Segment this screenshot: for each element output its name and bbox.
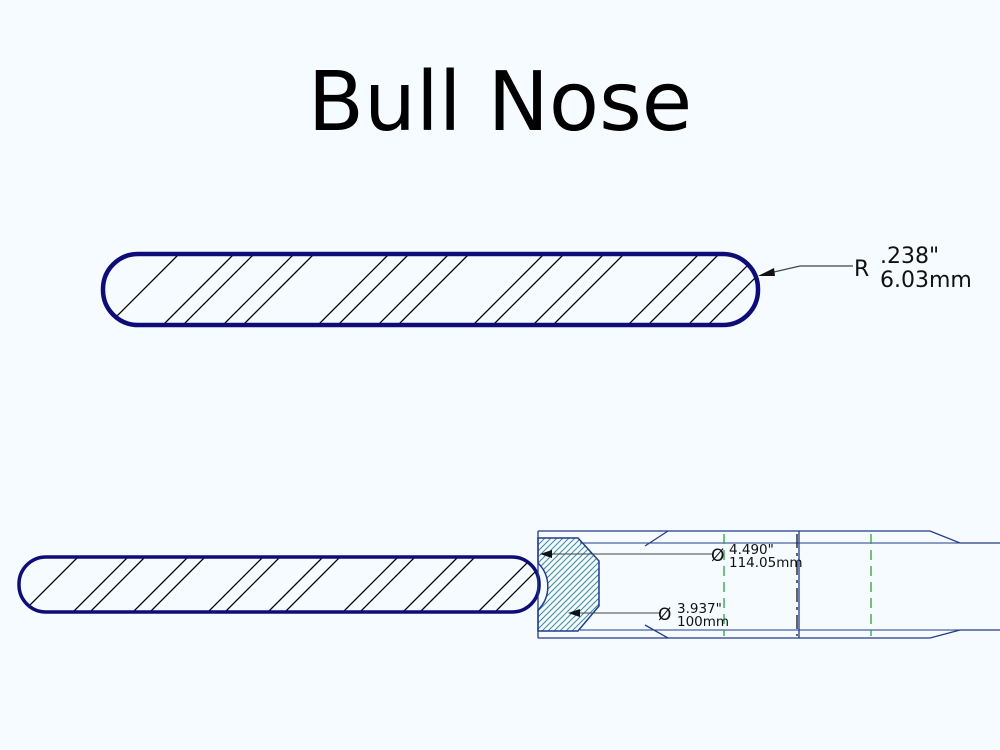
hatch-line — [374, 254, 452, 325]
hatch-line — [469, 254, 547, 325]
section-top-outline — [668, 530, 1000, 544]
hatch-line — [489, 254, 567, 325]
hatch-line — [538, 538, 599, 631]
hatch-line — [538, 538, 561, 631]
hatch-line — [538, 538, 599, 631]
bottom-profile-outline — [17, 555, 541, 614]
inner-diameter-mm-label: 100mm — [677, 614, 729, 630]
hatch-line — [416, 557, 478, 612]
bottom-profile-hatch — [19, 557, 539, 612]
hatch-line — [399, 557, 461, 612]
hatch-line — [339, 557, 401, 612]
hatch-line — [491, 557, 539, 612]
inner-diameter-arrow — [568, 609, 580, 617]
inner-diameter-symbol: Ø — [658, 605, 671, 625]
top-profile-outline — [100, 251, 761, 328]
hatch-line — [538, 538, 543, 631]
inner-diameter-inch-label: 3.937" — [677, 601, 722, 617]
hatch-line — [474, 557, 536, 612]
hatch-line — [567, 538, 599, 631]
section-profile-outline — [537, 537, 600, 632]
section-top-chamfer — [644, 530, 669, 547]
page-title: Bull Nose — [308, 55, 693, 150]
hatch-line — [334, 254, 412, 325]
radius-leader-arrow — [758, 268, 775, 276]
radius-dimension: R .238" 6.03mm — [758, 244, 972, 293]
bottom-bullnose-profile — [17, 555, 541, 614]
top-profile-hatch — [104, 254, 758, 325]
hatch-line — [356, 557, 418, 612]
hatch-line — [146, 557, 208, 612]
hatch-line — [538, 538, 573, 631]
hatch-line — [529, 254, 607, 325]
hatch-line — [314, 254, 392, 325]
hatch-line — [219, 254, 297, 325]
hatch-line — [69, 557, 131, 612]
outer-diameter-symbol: Ø — [711, 546, 724, 566]
outer-diameter-inch-label: 4.490" — [729, 542, 774, 558]
outer-diameter-arrow — [540, 550, 552, 558]
hatch-line — [538, 538, 599, 631]
hatch-line — [624, 254, 702, 325]
hatch-line — [538, 538, 597, 631]
hatch-line — [538, 538, 585, 631]
hatch-line — [86, 557, 148, 612]
hatch-line — [538, 538, 549, 631]
hatch-line — [239, 254, 317, 325]
hatch-line — [436, 535, 536, 635]
hatch-line — [538, 538, 599, 631]
hatch-line — [561, 538, 599, 631]
radius-inch-label: .238" — [880, 244, 939, 269]
hatch-line — [159, 254, 237, 325]
section-bottom-outline — [668, 629, 1000, 639]
hatch-line — [394, 254, 472, 325]
hatch-line — [221, 557, 283, 612]
hatch-line — [549, 254, 627, 325]
hatch-line — [179, 254, 257, 325]
hatch-line — [644, 254, 722, 325]
hatch-line — [264, 557, 326, 612]
hatch-line — [704, 254, 758, 325]
hatch-line — [543, 538, 599, 631]
hatch-line — [204, 557, 266, 612]
hatch-line — [555, 538, 599, 631]
hatch-line — [549, 538, 599, 631]
wheel-section-view: Ø 4.490" 114.05mm Ø 3.937" 100mm — [430, 530, 1000, 639]
hatch-line — [104, 254, 182, 325]
radius-symbol: R — [854, 257, 869, 282]
hatch-line — [430, 535, 530, 635]
hatch-line — [538, 538, 599, 631]
hatch-line — [129, 557, 191, 612]
top-bullnose-profile — [100, 251, 761, 328]
section-bottom-chamfer — [644, 624, 669, 639]
hatch-line — [538, 538, 599, 631]
radius-mm-label: 6.03mm — [880, 268, 972, 293]
outer-diameter-mm-label: 114.05mm — [729, 555, 803, 571]
hatch-line — [538, 538, 567, 631]
hatch-line — [538, 538, 579, 631]
hatch-line — [281, 557, 343, 612]
